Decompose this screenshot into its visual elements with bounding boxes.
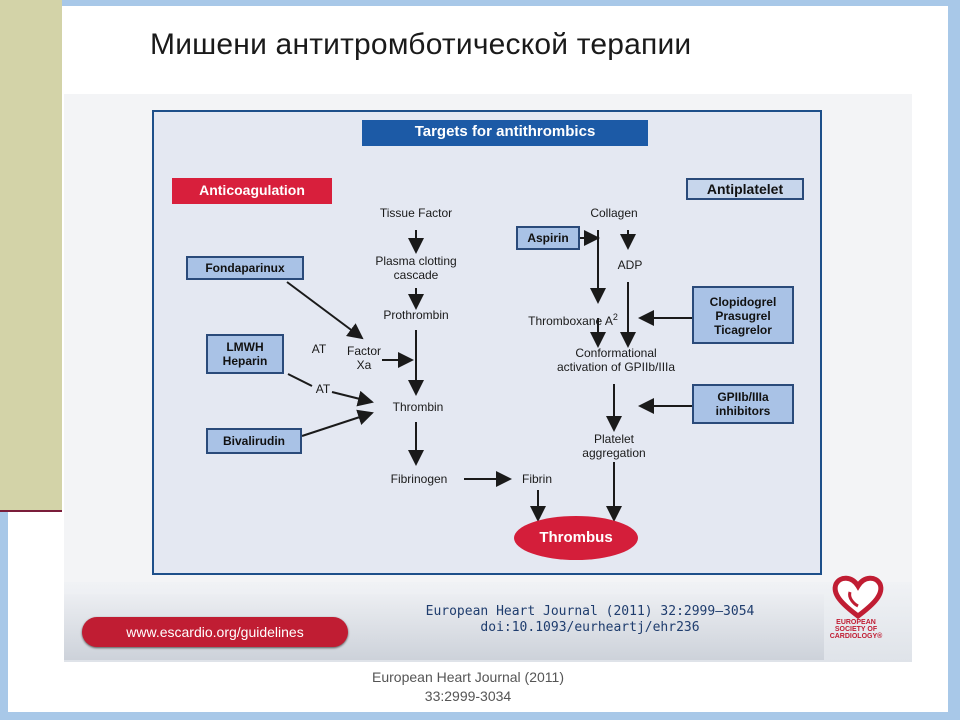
at-label-1: AT [311, 342, 327, 356]
thromboxane-node: Thromboxane A2 [508, 296, 638, 328]
adp-node: ADP [617, 258, 643, 272]
slide-figure: Targets for antithrombics Anticoagulatio… [64, 94, 912, 662]
frame-top [62, 0, 960, 6]
at-label-2: AT [315, 382, 331, 396]
factor-xa-node: Factor Xa [346, 344, 381, 372]
aspirin-box: Aspirin [516, 226, 580, 250]
arrow-bivalirudin-to-thrombin [301, 409, 374, 437]
bivalirudin-box: Bivalirudin [206, 428, 302, 454]
source-caption: European Heart Journal (2011) 33:2999-30… [372, 669, 564, 704]
diagram-header: Targets for antithrombics [362, 120, 648, 146]
conformational-node: Conformational activation of GPIIb/IIIa [556, 346, 676, 374]
thrombus-node: Thrombus [514, 516, 638, 560]
lmwh-heparin-box: LMWH Heparin [206, 334, 284, 374]
plasma-cascade-node: Plasma clotting cascade [375, 254, 457, 282]
fondaparinux-box: Fondaparinux [186, 256, 304, 280]
thrombin-node: Thrombin [392, 400, 444, 414]
arrow-layer [286, 230, 692, 522]
fibrin-node: Fibrin [521, 472, 552, 486]
gp-inhibitors-box: GPIIb/IIIa inhibitors [692, 384, 794, 424]
frame-bottom [0, 712, 960, 720]
esc-heart-logo-icon [832, 575, 884, 620]
arrow-at-to-thrombin [331, 390, 374, 407]
olive-accent-block [0, 0, 62, 512]
p2y12-inhibitors-box: Clopidogrel Prasugrel Ticagrelor [692, 286, 794, 344]
guidelines-url-link[interactable]: www.escardio.org/guidelines [82, 617, 348, 647]
antiplatelet-label: Antiplatelet [686, 178, 804, 200]
frame-right [948, 0, 960, 720]
arrow-fondaparinux-to-xa [286, 281, 364, 340]
diagram-panel: Targets for antithrombics Anticoagulatio… [152, 110, 822, 575]
anticoagulation-label: Anticoagulation [172, 178, 332, 204]
thromboxane-subscript: 2 [612, 312, 618, 322]
esc-logo-text: EUROPEAN SOCIETY OF CARDIOLOGY® [829, 619, 883, 640]
slide-title: Мишени антитромботической терапии [150, 28, 692, 61]
accent-line [0, 510, 62, 512]
prothrombin-node: Prothrombin [383, 308, 449, 322]
tissue-factor-node: Tissue Factor [379, 206, 453, 220]
platelet-aggregation-node: Platelet aggregation [582, 432, 646, 460]
fibrinogen-node: Fibrinogen [390, 472, 448, 486]
journal-reference: European Heart Journal (2011) 32:2999–30… [425, 604, 755, 635]
collagen-node: Collagen [590, 206, 638, 220]
thromboxane-text: Thromboxane A [528, 314, 613, 328]
arrow-heparin-to-at [287, 373, 313, 387]
